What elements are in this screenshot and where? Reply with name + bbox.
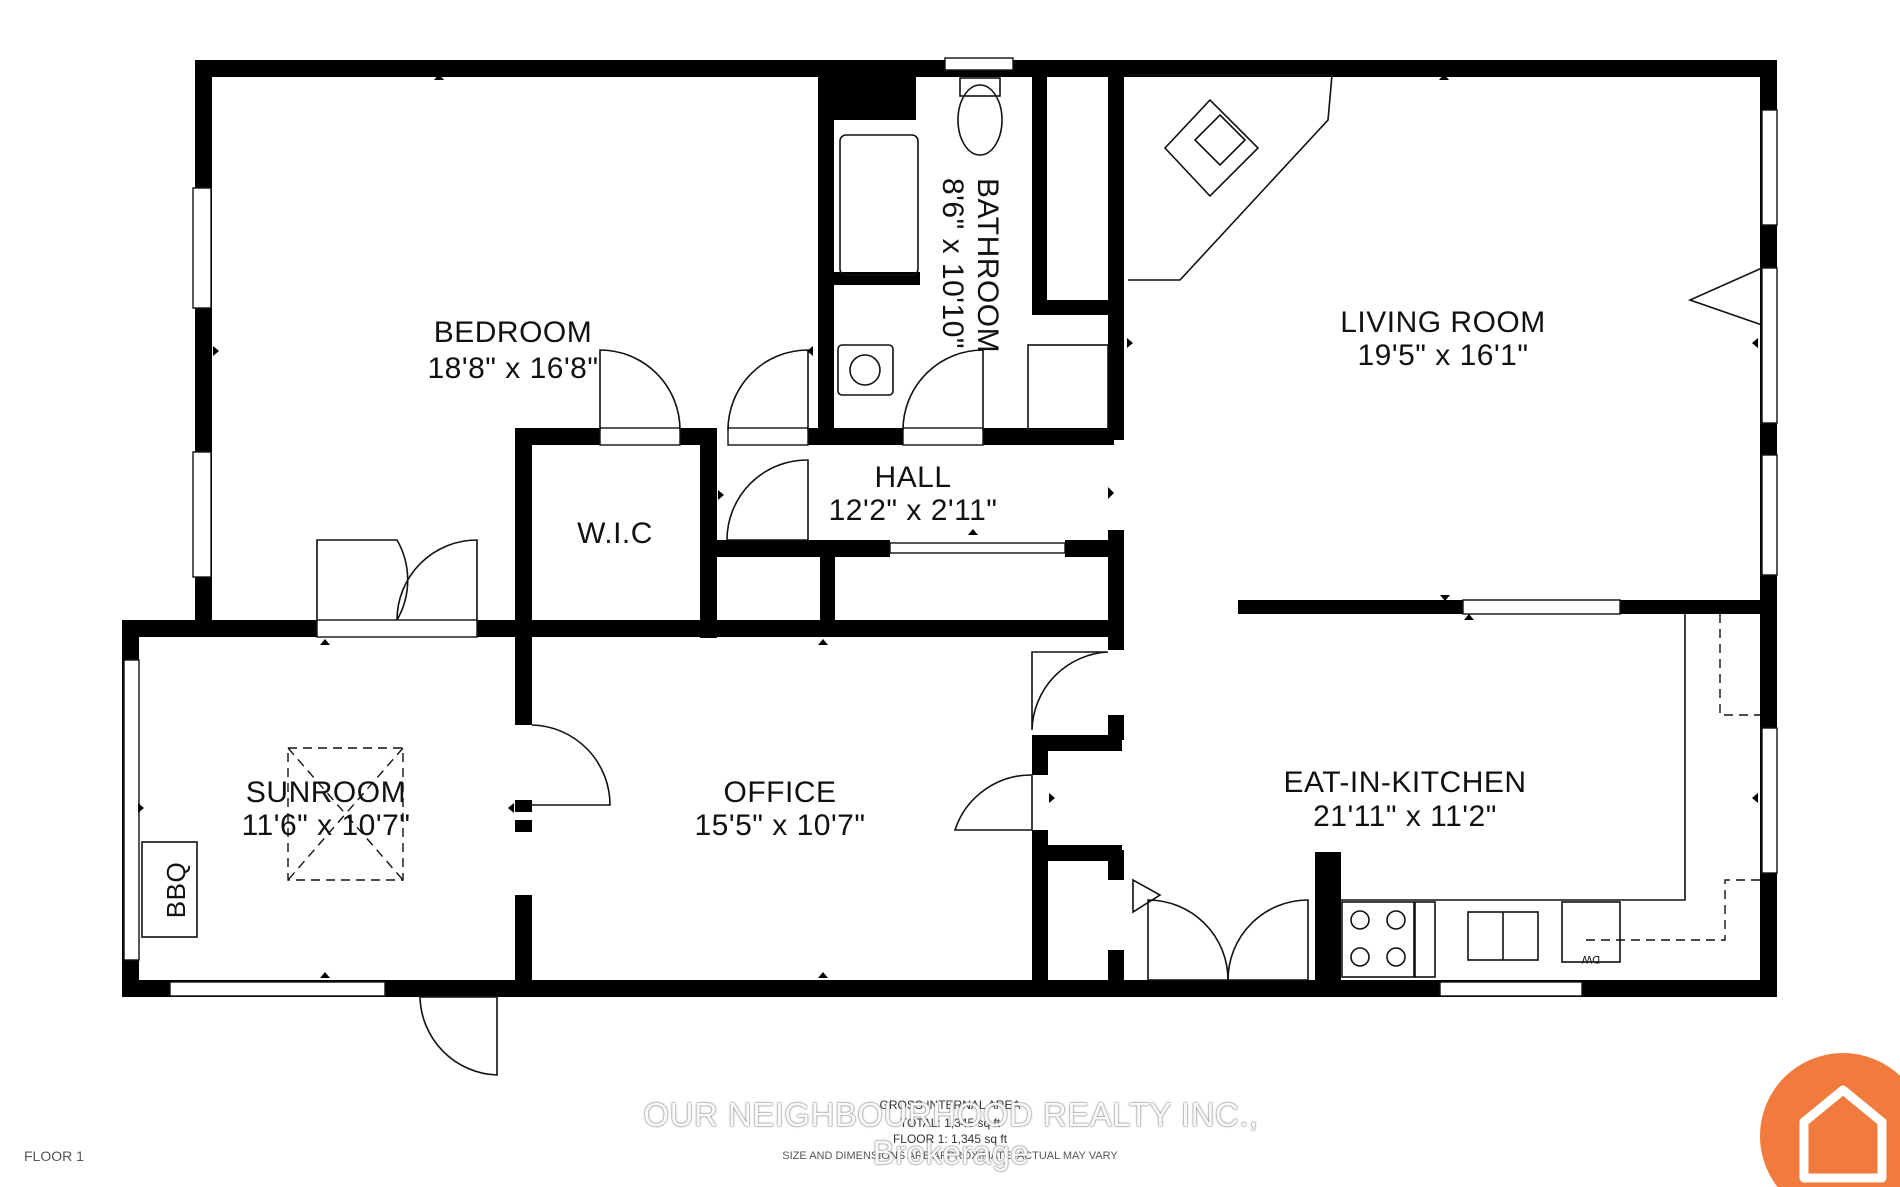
stove-icon: [1341, 901, 1415, 978]
bbq-label: BBQ: [161, 862, 191, 918]
gross-area-title: GROSS INTERNAL AREA: [879, 1098, 1021, 1112]
disclaimer: SIZE AND DIMENSIONS ARE APPROXIMATE, ACT…: [782, 1150, 1118, 1162]
wic-name: W.I.C: [577, 517, 653, 550]
fireplace-icon: [1128, 74, 1333, 281]
bathtub-icon: [839, 134, 919, 276]
bedroom-dims: 18'8" x 16'8": [427, 352, 598, 385]
total-area: TOTAL: 1,345 sq ft: [899, 1116, 1001, 1130]
sink-icon: [837, 344, 894, 396]
office-dims: 15'5" x 10'7": [694, 809, 865, 842]
bathroom-name: BATHROOM: [971, 178, 1004, 353]
shower-icon: [1027, 344, 1109, 431]
room-labels: BEDROOM 18'8" x 16'8" BATHROOM 8'6" x 10…: [161, 178, 1600, 965]
living-room-dims: 19'5" x 16'1": [1357, 339, 1528, 372]
brokerage-watermark: OUR NEIGHBOURHOOD REALTY INC., Brokerage: [643, 1096, 1259, 1171]
brokerage-logo-icon: [1760, 1053, 1900, 1187]
bbq-icon: [141, 841, 198, 938]
hall-dims: 12'2" x 2'11": [829, 494, 998, 527]
fixtures: [141, 74, 1760, 978]
sunroom-name: SUNROOM: [246, 776, 406, 809]
direction-markers: [138, 74, 1758, 978]
floor-area: FLOOR 1: 1,345 sq ft: [892, 1132, 1008, 1146]
bedroom-name: BEDROOM: [434, 316, 593, 349]
windows: [123, 57, 1778, 997]
interior-walls: [195, 60, 1775, 995]
toilet-icon: [957, 84, 1003, 156]
dishwasher-label: DW: [1581, 953, 1600, 965]
dishwasher-icon: [1561, 901, 1621, 963]
living-room-name: LIVING ROOM: [1340, 306, 1546, 339]
bathroom-dims: 8'6" x 10'10": [936, 178, 969, 349]
kitchen-dims: 21'11" x 11'2": [1313, 800, 1497, 833]
kitchen-name: EAT-IN-KITCHEN: [1283, 766, 1526, 799]
skylight-icon: [287, 747, 404, 881]
floor-label: FLOOR 1: [24, 1148, 84, 1164]
doors: [316, 267, 1763, 1076]
sunroom-dims: 11'6" x 10'7": [242, 809, 411, 842]
office-name: OFFICE: [724, 776, 837, 809]
hall-name: HALL: [874, 461, 951, 494]
